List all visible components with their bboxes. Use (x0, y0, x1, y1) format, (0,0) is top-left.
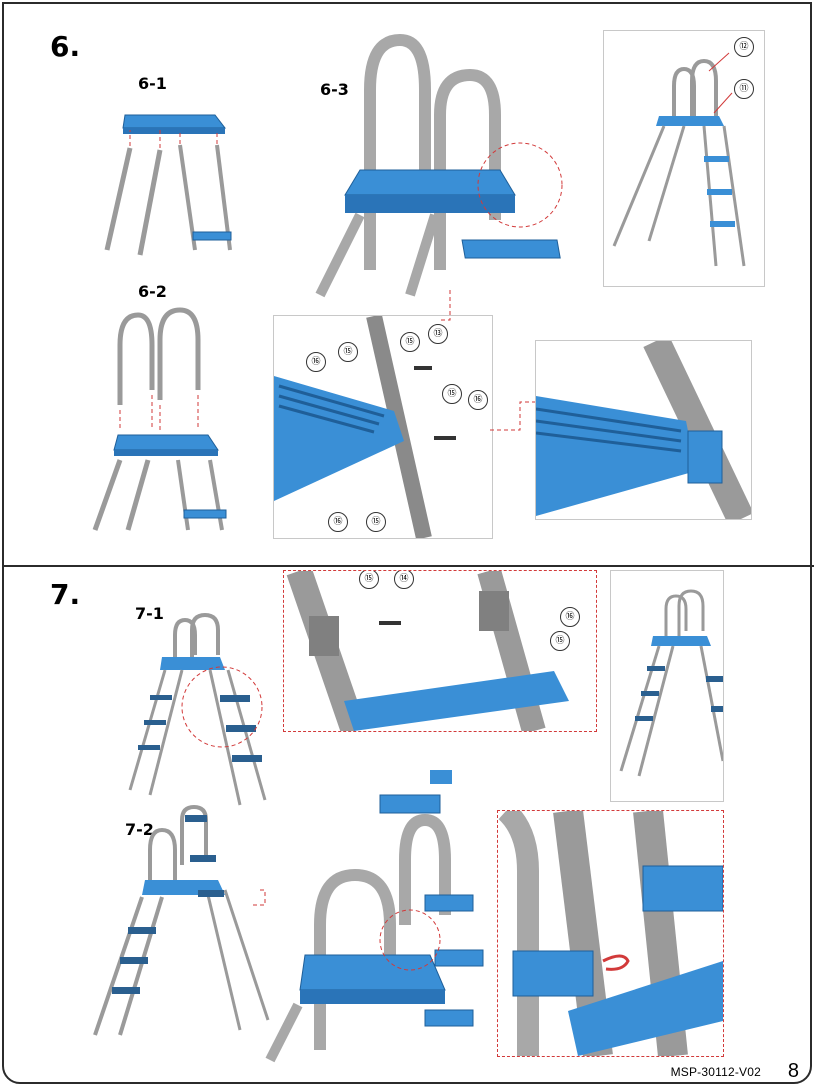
illustration-7-1 (128, 612, 267, 806)
detail-panel-7-1: ⑮ ⑭ ⑯ ⑮ (283, 570, 597, 732)
substep-6-2-label: 6-2 (138, 282, 167, 301)
detail-panel-7-2 (497, 810, 724, 1057)
callout-15-a: ⑮ (338, 342, 358, 362)
callout-15-b: ⑮ (400, 332, 420, 352)
overview-panel-7 (610, 570, 724, 802)
illustration-6-2 (92, 307, 227, 531)
callout-16-c: ⑯ (328, 512, 348, 532)
callout-15-d: ⑮ (366, 512, 386, 532)
callout-11: ⑪ (734, 79, 754, 99)
connector-6 (440, 290, 535, 431)
detail-panel-6-hardware: ⑯ ⑮ ⑮ ⑬ ⑮ ⑯ ⑯ ⑮ (273, 315, 493, 539)
substep-6-1-label: 6-1 (138, 74, 167, 93)
callout-16-b: ⑯ (468, 390, 488, 410)
illustration-6-1 (104, 114, 232, 256)
substep-7-2-label: 7-2 (125, 820, 154, 839)
step-6-heading: 6. (50, 30, 81, 63)
overview-panel-6: ⑫ ⑪ (603, 30, 765, 287)
illustration-7-2-main (252, 770, 484, 1063)
document-code: MSP-30112-V02 (670, 1065, 761, 1079)
substep-6-3-label: 6-3 (320, 80, 349, 99)
callout-15-e: ⑮ (359, 571, 379, 589)
section-divider (2, 565, 814, 567)
substep-7-1-label: 7-1 (135, 604, 164, 623)
callout-15-c: ⑮ (442, 384, 462, 404)
callout-16-a: ⑯ (306, 352, 326, 372)
step-7-heading: 7. (50, 578, 81, 611)
illustration-6-3 (315, 33, 563, 298)
callout-15-f: ⑮ (550, 631, 570, 651)
illustration-7-2 (93, 804, 270, 1036)
detail-panel-6-zoom (535, 340, 752, 520)
callout-13: ⑬ (428, 324, 448, 344)
callout-12: ⑫ (734, 37, 754, 57)
page-number: 8 (787, 1060, 799, 1082)
callout-14: ⑭ (394, 571, 414, 589)
callout-16-d: ⑯ (560, 607, 580, 627)
